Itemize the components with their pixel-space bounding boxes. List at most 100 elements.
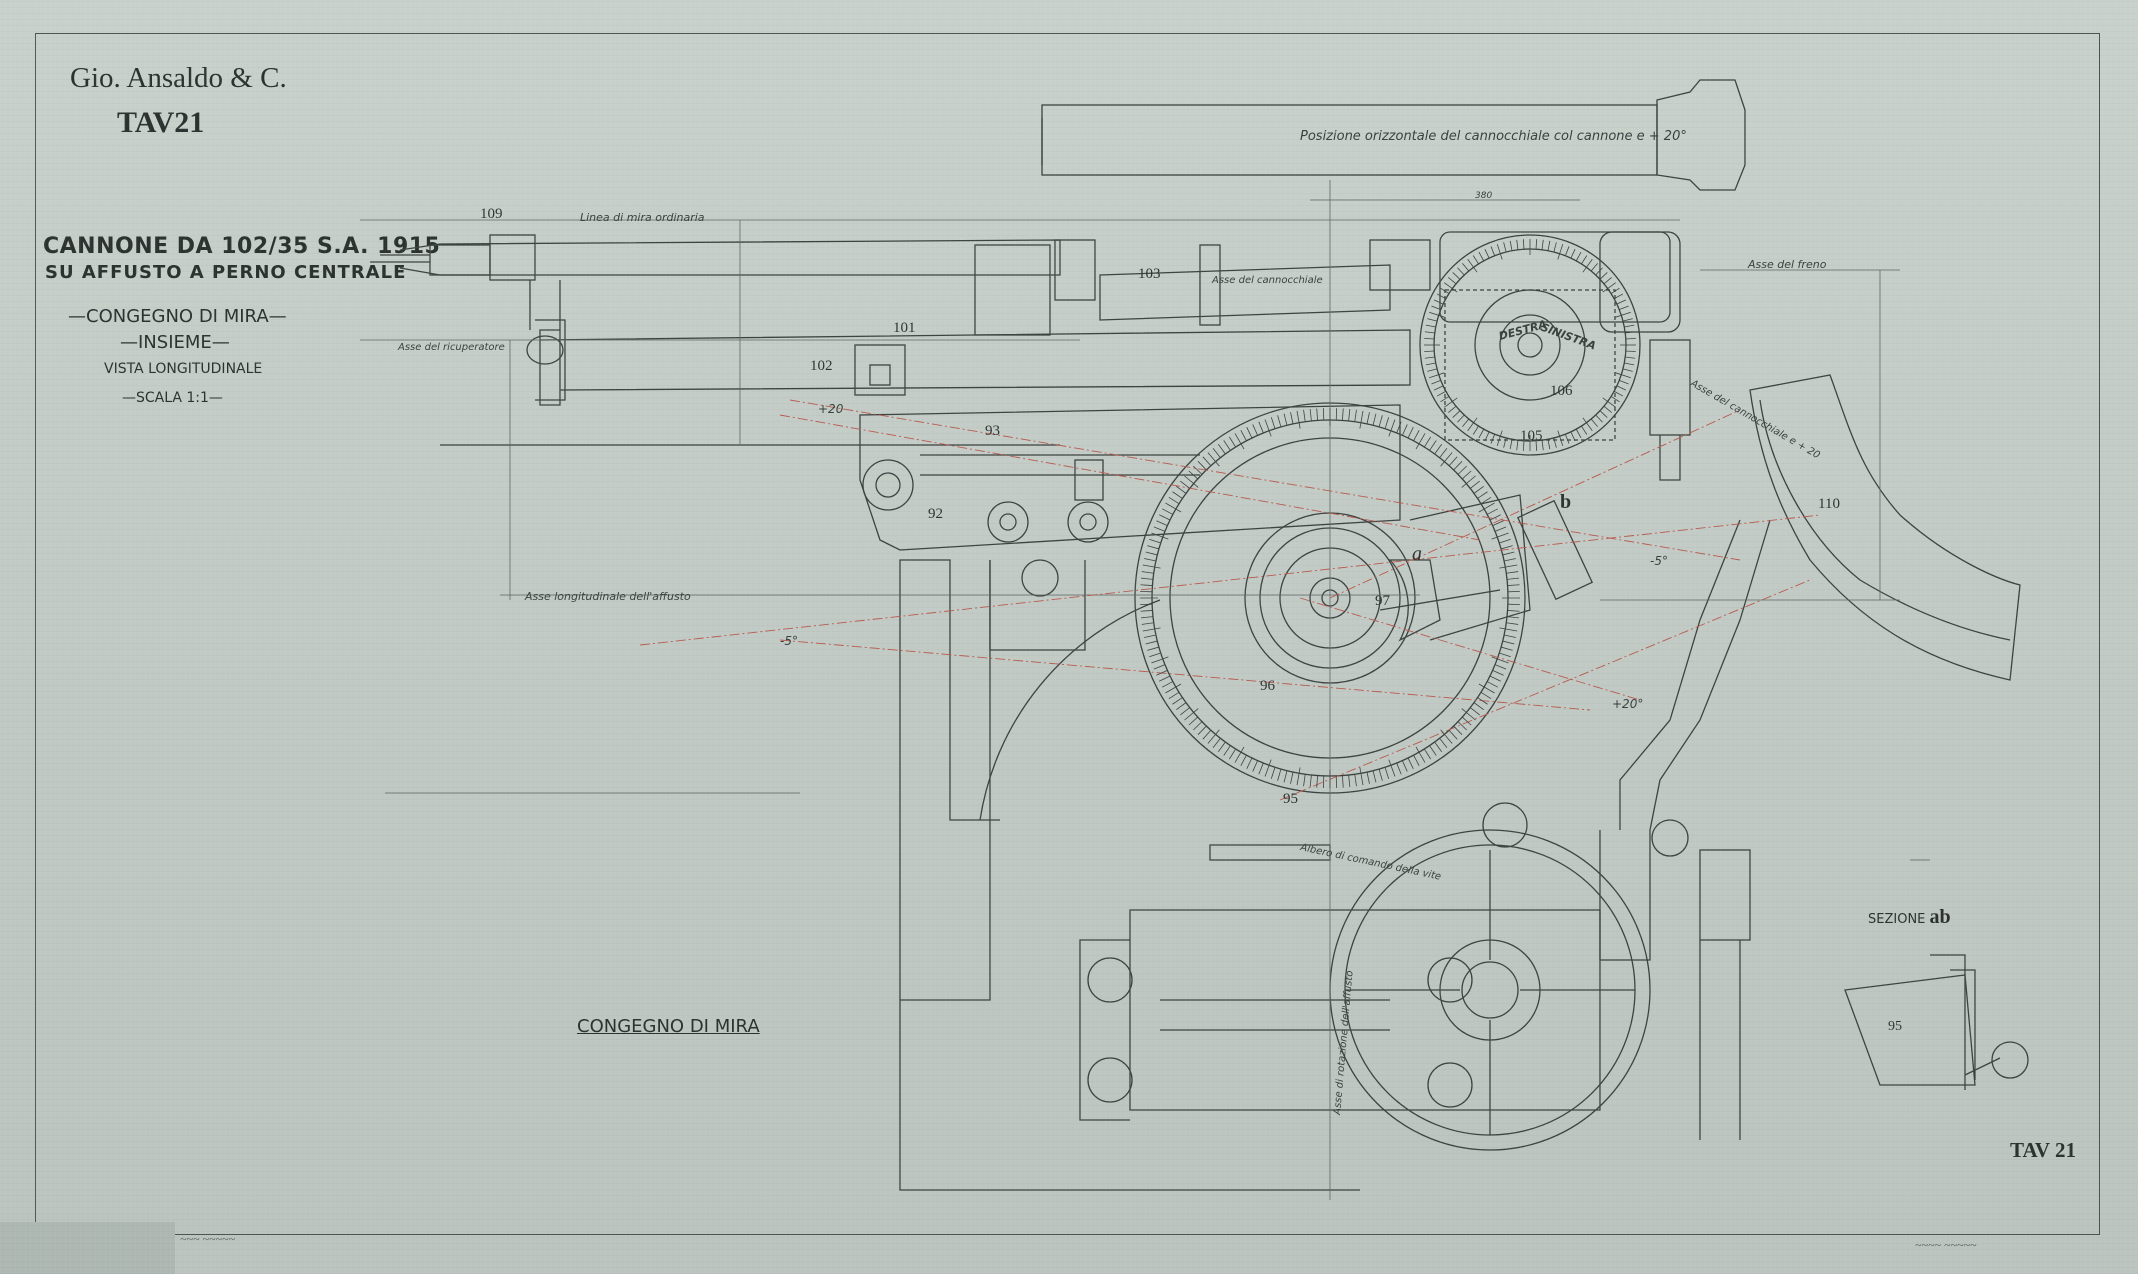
graduation-tick [1457,465,1467,475]
graduation-tick [1424,350,1435,353]
graduation-tick [1500,646,1513,651]
graduation-tick [1283,770,1288,783]
part-97: 97 [1375,593,1391,609]
annotation-carriage-axis: Asse longitudinale dell'affusto [524,590,691,603]
graduation-tick [1506,616,1520,619]
graduation-tick [1504,558,1516,562]
graduation-tick [1431,379,1441,385]
part-102: 102 [810,358,833,374]
graduation-tick [1492,670,1504,676]
graduation-tick [1535,440,1538,451]
graduation-tick [1180,480,1190,489]
graduation-tick [1202,730,1212,740]
graduation-tick [1500,545,1513,550]
graduation-tick [1223,745,1231,756]
graduation-tick [1290,772,1294,784]
graduation-tick [1477,491,1488,499]
graduation-tick [1290,412,1294,424]
graduation-tick [1309,408,1312,422]
section-prefix: SEZIONE [1868,912,1926,927]
graduation-tick [1457,414,1465,423]
graduation-tick [1490,246,1496,256]
graduation-tick [1625,331,1636,334]
graduation-tick [1151,656,1169,664]
assembly-label: —INSIEME— [120,332,230,353]
graduation-tick [1603,405,1612,413]
graduation-tick [1184,708,1199,721]
annotation-telescope-axis-2: Asse del cannocchiale e + 20 [1688,378,1822,462]
graduation-tick [1610,396,1620,403]
graduation-tick [1153,526,1166,532]
graduation-tick [1499,564,1518,569]
graduation-tick [1415,746,1426,763]
graduation-tick [1615,311,1631,318]
graduation-tick [1429,372,1445,379]
graduation-tick [1258,762,1264,775]
part-106: 106 [1550,383,1573,399]
graduation-tick [1433,299,1444,305]
graduation-tick [1342,775,1344,788]
graduation-tick [1188,716,1198,726]
letter-b: b [1560,491,1571,513]
paper-cut-corner [0,1222,175,1274]
graduation-tick [1478,502,1495,513]
graduation-tick [1516,440,1519,451]
drawing-label: CONGEGNO DI MIRA [577,1016,760,1037]
graduation-tick [1595,267,1603,276]
part-110 [1749,374,2021,681]
graduation-tick [1193,465,1203,475]
graduation-tick [1396,762,1402,775]
graduation-tick [1147,545,1160,550]
graduation-tick [1228,748,1237,760]
graduation-tick [1141,622,1154,625]
graduation-tick [1448,730,1458,740]
graduation-tick [1541,440,1544,451]
graduation-tick [1502,551,1515,556]
graduation-tick [1602,282,1616,293]
graduation-tick [1296,410,1301,429]
graduation-tick [1149,652,1161,658]
graduation-tick [1581,255,1588,265]
telescope-eyepiece [1656,79,1746,191]
graduation-tick [1407,427,1414,439]
graduation-tick [1457,721,1467,731]
part-95: 95 [1283,791,1298,807]
graduation-tick [1470,480,1480,489]
graduation-tick [1615,372,1631,379]
sheet-number-bottom: TAV 21 [2010,1138,2076,1162]
graduation-tick [1448,405,1457,413]
graduation-tick [1423,436,1432,448]
graduation-tick [1440,452,1453,467]
graduation-tick [1427,368,1438,372]
graduation-tick [1486,681,1498,688]
graduation-tick [1489,675,1501,682]
graduation-tick [1453,461,1463,471]
graduation-tick [1452,410,1461,418]
graduation-tick [1207,452,1220,467]
graduation-tick [1440,396,1450,403]
graduation-tick [1140,616,1154,619]
graduation-tick [1147,646,1160,651]
graduation-tick [1168,496,1180,505]
graduation-tick [1145,551,1158,556]
graduation-tick [1461,708,1476,721]
graduation-tick [1503,437,1507,448]
graduation-tick [1413,754,1420,766]
graduation-tick [1499,652,1511,658]
title-line-2: SU AFFUSTO A PERNO CENTRALE [45,262,407,283]
graduation-tick [1144,634,1156,638]
graduation-tick [1212,738,1221,748]
graduation-tick [1516,239,1519,250]
graduation-tick [1240,430,1247,442]
annotation-recuperator-axis: Asse del ricuperatore [397,342,505,353]
graduation-tick [1582,417,1593,431]
graduation-tick [1402,760,1408,772]
graduation-tick [1184,475,1199,488]
graduation-tick [1149,538,1161,544]
signature-left: ~~~ ~~~~~ [180,1232,235,1246]
graduation-tick [1444,282,1458,293]
graduation-tick [1217,444,1226,455]
graduation-tick [1499,538,1511,544]
graduation-tick [1283,413,1288,426]
